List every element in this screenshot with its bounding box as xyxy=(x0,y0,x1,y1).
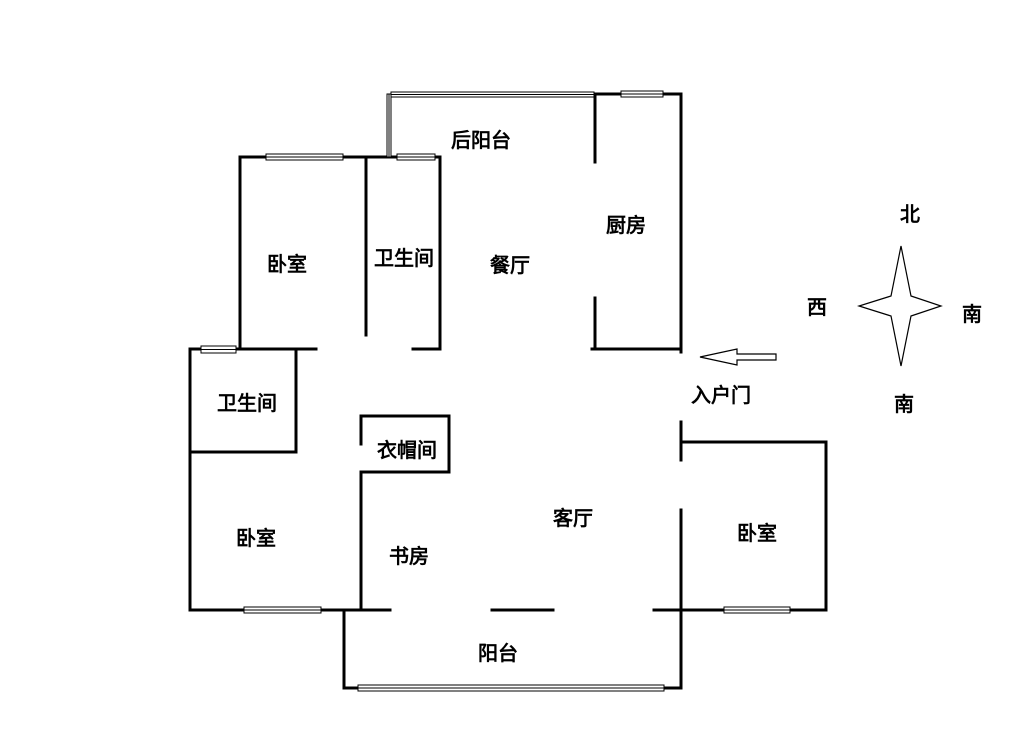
window-bathroom-north xyxy=(396,153,436,161)
room-label-kitchen: 厨房 xyxy=(606,213,646,237)
compass: 北 西 南 南 xyxy=(807,202,982,416)
window-bathroom-west xyxy=(200,345,237,354)
window-kitchen xyxy=(620,90,664,98)
entrance-arrow-icon xyxy=(699,348,777,366)
room-label-bedroom-southwest: 卧室 xyxy=(236,526,276,550)
room-label-cloakroom: 衣帽间 xyxy=(377,438,437,462)
window-rear-balcony-side xyxy=(386,93,392,158)
entrance-label: 入户门 xyxy=(691,383,751,407)
room-label-balcony: 阳台 xyxy=(478,641,518,665)
compass-north-label: 北 xyxy=(900,202,920,226)
room-label-living-room: 客厅 xyxy=(552,506,593,530)
room-label-bedroom-north: 卧室 xyxy=(267,252,307,276)
window-balcony xyxy=(357,684,665,692)
compass-star-icon xyxy=(856,245,943,367)
compass-east-label: 南 xyxy=(962,302,982,326)
window-bedroom-southwest xyxy=(243,606,322,614)
room-label-bathroom-north: 卫生间 xyxy=(374,246,434,270)
compass-south-label: 南 xyxy=(894,392,914,416)
entrance: 入户门 xyxy=(691,348,777,407)
room-labels: 后阳台 卧室 卫生间 餐厅 厨房 卫生间 衣帽间 客厅 卧室 书房 卧室 阳台 xyxy=(217,128,777,665)
window-bedroom-east xyxy=(723,606,791,614)
room-label-dining-room: 餐厅 xyxy=(490,253,530,277)
room-label-bathroom-west: 卫生间 xyxy=(217,391,277,415)
room-label-study: 书房 xyxy=(389,544,429,568)
windows xyxy=(200,90,791,692)
room-label-bedroom-east: 卧室 xyxy=(737,521,777,545)
window-rear-balcony-top xyxy=(390,91,595,98)
room-label-rear-balcony: 后阳台 xyxy=(451,128,511,152)
window-bedroom-north xyxy=(265,153,344,161)
compass-west-label: 西 xyxy=(807,295,827,319)
